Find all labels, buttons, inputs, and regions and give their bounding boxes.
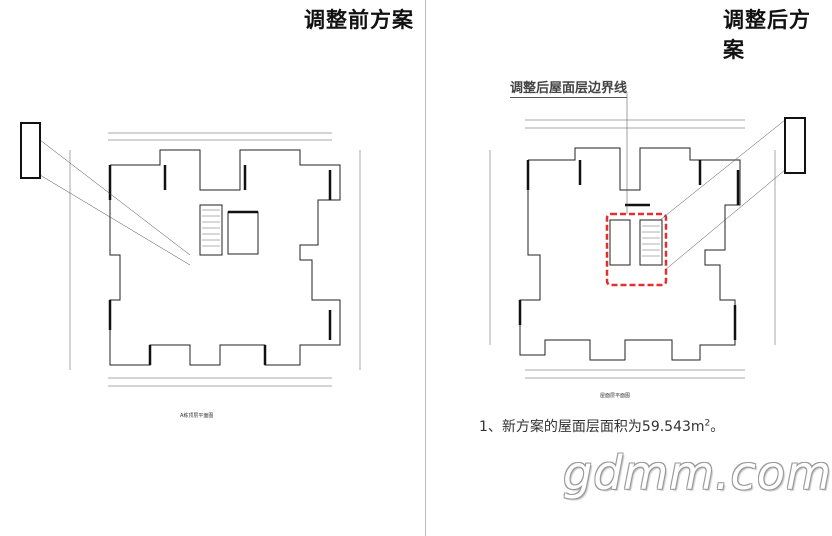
area-note: 1、新方案的屋面层面积为59.543m2。 xyxy=(479,416,724,436)
right-wall-outline xyxy=(519,147,741,361)
caption-left-plan: A栋顶层平面图 xyxy=(180,413,214,419)
left-leader-lines xyxy=(39,139,191,266)
area-note-suffix: 。 xyxy=(710,419,725,435)
right-legend-box xyxy=(784,117,806,174)
roof-boundary-callout: 调整后屋面层边界线 xyxy=(510,77,628,98)
area-note-text: 1、新方案的屋面层面积为59.543 xyxy=(479,419,691,435)
left-heavy-walls xyxy=(108,165,332,365)
caption-right-plan: 屋面层平面图 xyxy=(600,393,631,399)
right-heavy-walls xyxy=(518,160,740,340)
area-note-unit: m xyxy=(690,419,705,435)
left-legend-box xyxy=(20,122,41,179)
left-wall-outline xyxy=(109,149,341,366)
title-after-scheme: 调整后方案 xyxy=(723,8,811,62)
right-dimension-lines xyxy=(489,119,776,379)
left-dimension-lines xyxy=(69,132,361,387)
watermark-logo: gdmm.com xyxy=(563,446,832,500)
area-note-unit-sup: 2 xyxy=(704,418,711,429)
roof-boundary-outline xyxy=(605,212,668,287)
right-leader-lines xyxy=(626,92,786,271)
left-stair-hatch xyxy=(202,209,220,247)
page-divider xyxy=(425,0,426,536)
title-before-scheme: 调整前方案 xyxy=(304,8,414,32)
right-stair-hatch xyxy=(642,225,660,257)
